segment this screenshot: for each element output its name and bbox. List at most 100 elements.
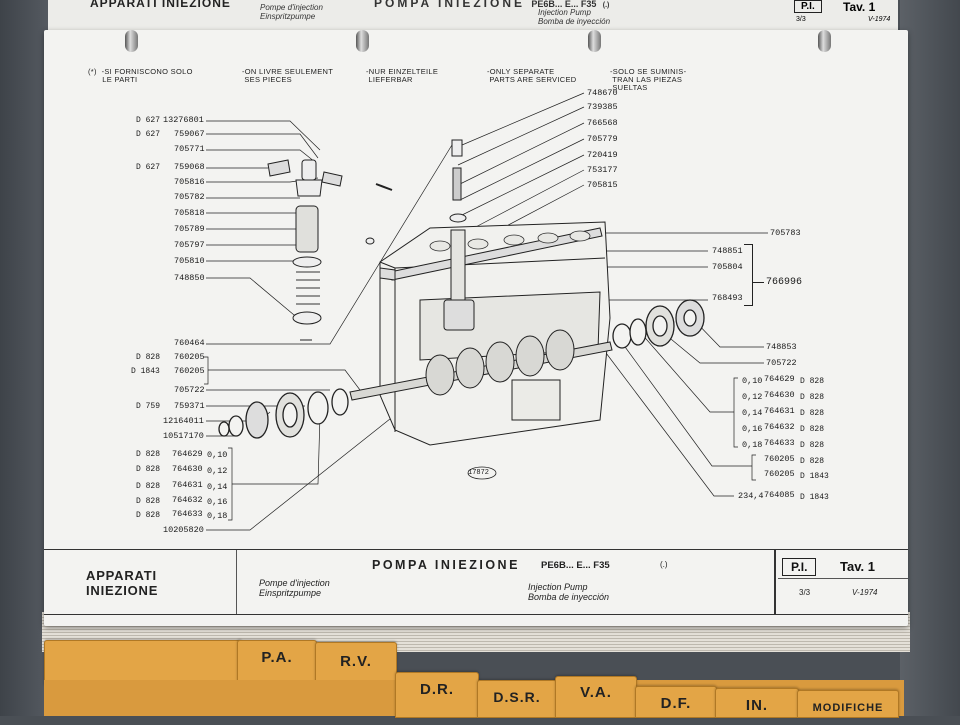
part-prefix: D 828 bbox=[136, 497, 161, 506]
binder-ring bbox=[125, 30, 138, 52]
plunger-barrel bbox=[450, 229, 466, 301]
tab-dr[interactable]: D.R. bbox=[395, 672, 479, 718]
leader-line bbox=[469, 169, 585, 231]
figure-number-frame bbox=[467, 466, 497, 480]
barrel-top bbox=[503, 234, 525, 246]
delivery-spring bbox=[452, 167, 462, 201]
cam-lobe bbox=[545, 329, 575, 371]
tab-modifiche[interactable]: MODIFICHE bbox=[797, 690, 899, 718]
shim-size: 0,10 bbox=[207, 450, 228, 460]
part-prefix: D 828 bbox=[136, 450, 161, 459]
note-es: -SOLO SE SUMINIS- TRAN LAS PIEZAS SUELTA… bbox=[610, 67, 687, 92]
leader-line bbox=[639, 331, 734, 413]
bracket bbox=[744, 244, 753, 306]
top-section-code: P.I. bbox=[794, 0, 822, 13]
part-number: 760205 bbox=[174, 352, 205, 362]
part-number: 748850 bbox=[174, 273, 205, 283]
bracket bbox=[733, 377, 738, 448]
binder-ring bbox=[818, 30, 831, 52]
part-number: 705722 bbox=[766, 358, 797, 368]
part-number: 759068 bbox=[174, 162, 205, 172]
part-prefix: D 1843 bbox=[131, 367, 160, 376]
part-number: 759371 bbox=[174, 401, 205, 411]
top-department: APPARATI INIEZIONE bbox=[90, 0, 231, 10]
part-prefix: D 627 bbox=[136, 130, 161, 139]
part-number: 705818 bbox=[174, 208, 205, 218]
part-prefix: D 828 bbox=[136, 353, 161, 362]
part-number: 764633 bbox=[172, 509, 203, 519]
top-tav: Tav. 1 bbox=[843, 0, 876, 14]
oil-seal bbox=[629, 318, 647, 346]
plunger-spring bbox=[296, 271, 320, 305]
part-number: 760464 bbox=[174, 338, 205, 348]
leader-line bbox=[206, 139, 456, 345]
part-number: 768493 bbox=[712, 293, 743, 303]
bearing-cup bbox=[245, 401, 269, 439]
tab-rv[interactable]: R.V. bbox=[315, 642, 397, 684]
valve-seat bbox=[449, 213, 467, 223]
footer-date: V-1974 bbox=[852, 588, 878, 597]
part-prefix: D 828 bbox=[136, 511, 161, 520]
leader-line bbox=[206, 149, 316, 163]
top-title: POMPA INIEZIONE PE6B... E... F35 (.) bbox=[374, 0, 610, 10]
part-suffix: D 828 bbox=[800, 457, 825, 466]
leader-line bbox=[208, 369, 361, 391]
cam-lobe bbox=[455, 347, 485, 389]
part-suffix: D 828 bbox=[800, 409, 825, 418]
housing-flange bbox=[511, 379, 561, 421]
part-number: 764633 bbox=[764, 438, 795, 448]
valve-holder bbox=[451, 139, 463, 157]
leader-line bbox=[752, 282, 764, 283]
part-number: 764632 bbox=[764, 422, 795, 432]
note-de: -NUR EINZELTEILE LIEFERBAR bbox=[366, 67, 439, 84]
part-number: 748670 bbox=[587, 88, 618, 98]
cam-lobe bbox=[485, 341, 515, 383]
part-number: 764085 bbox=[764, 490, 795, 500]
part-prefix: D 627 bbox=[136, 116, 161, 125]
footer-department: APPARATI INIEZIONE bbox=[86, 568, 159, 598]
gear-segment bbox=[295, 179, 323, 197]
barrel-top bbox=[569, 230, 591, 242]
leader-line bbox=[206, 277, 301, 321]
leader-line bbox=[232, 414, 321, 485]
part-suffix: D 828 bbox=[800, 441, 825, 450]
tab-va[interactable]: V.A. bbox=[555, 676, 637, 718]
tab-strip-base bbox=[44, 640, 242, 686]
tab-df[interactable]: D.F. bbox=[635, 686, 717, 718]
shim-size: 0,12 bbox=[742, 392, 763, 402]
tab-pa[interactable]: P.A. bbox=[237, 640, 317, 682]
cam-lobe bbox=[425, 354, 455, 396]
shim-size: 0,14 bbox=[207, 482, 228, 492]
footer-sheet: 3/3 bbox=[799, 588, 811, 597]
part-number: 705722 bbox=[174, 385, 205, 395]
footer-rule bbox=[778, 578, 908, 579]
footer-model: PE6B... E... F35 bbox=[541, 560, 610, 571]
spring-seat-lower bbox=[292, 311, 322, 325]
shim-size: 0,16 bbox=[207, 497, 228, 507]
part-number: 759067 bbox=[174, 129, 205, 139]
shim-size: 0,16 bbox=[742, 424, 763, 434]
part-number: 10205820 bbox=[163, 525, 204, 535]
leader-line bbox=[599, 344, 734, 497]
leader-line bbox=[457, 122, 585, 186]
part-number: 705789 bbox=[174, 224, 205, 234]
shim-ring bbox=[307, 391, 329, 425]
part-prefix: D 828 bbox=[136, 482, 161, 491]
bracket bbox=[751, 454, 756, 481]
tab-in[interactable]: IN. bbox=[715, 688, 799, 718]
part-number: 10517170 bbox=[163, 431, 204, 441]
part-number: 766996 bbox=[766, 277, 803, 288]
tab-dsr[interactable]: D.S.R. bbox=[477, 680, 557, 718]
part-number: 705779 bbox=[587, 134, 618, 144]
shim-size: 0,18 bbox=[207, 511, 228, 521]
part-prefix: D 759 bbox=[136, 402, 161, 411]
top-sheet: 3/3 bbox=[796, 16, 806, 23]
clamp-right bbox=[321, 171, 343, 187]
top-date: V-1974 bbox=[868, 16, 891, 23]
rack-end bbox=[379, 267, 396, 281]
barrel-top bbox=[537, 232, 559, 244]
part-number: 705783 bbox=[770, 228, 801, 238]
